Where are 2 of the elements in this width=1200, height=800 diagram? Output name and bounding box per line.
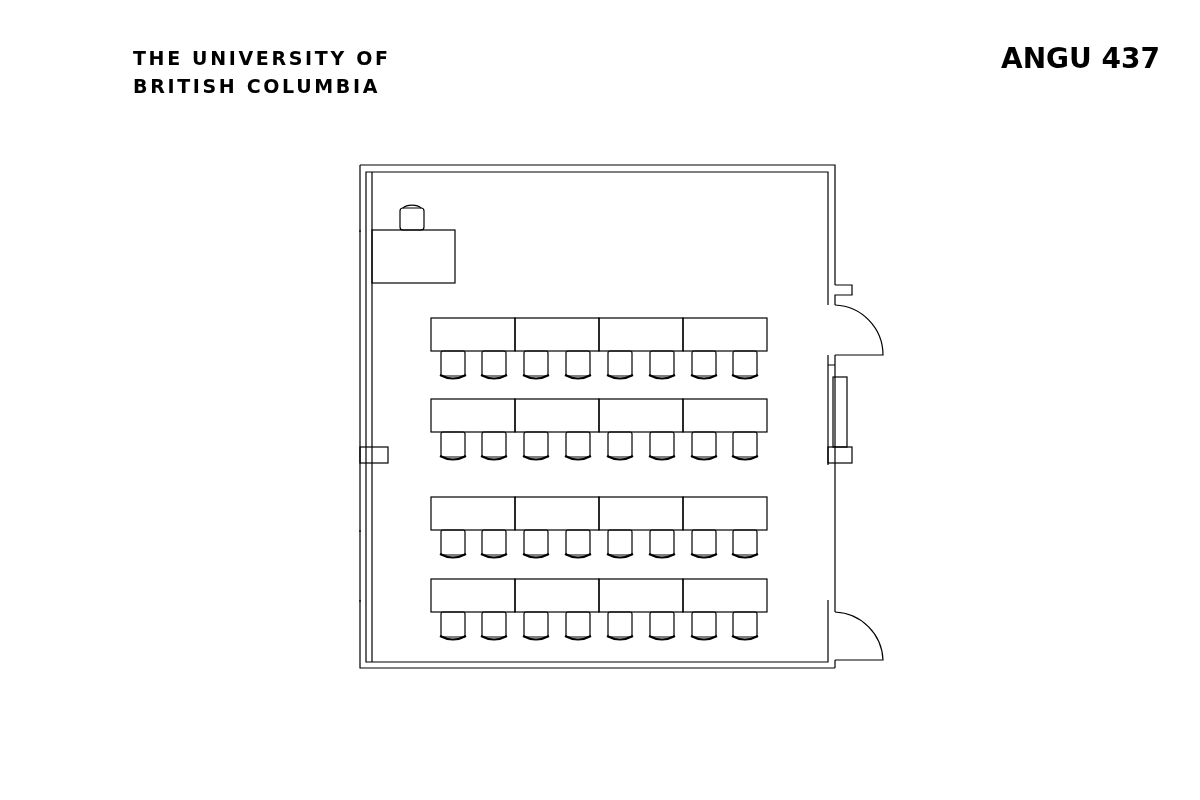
institution-name: THE UNIVERSITY OF BRITISH COLUMBIA <box>133 46 392 99</box>
room-title: ANGU 437 <box>1000 41 1160 77</box>
